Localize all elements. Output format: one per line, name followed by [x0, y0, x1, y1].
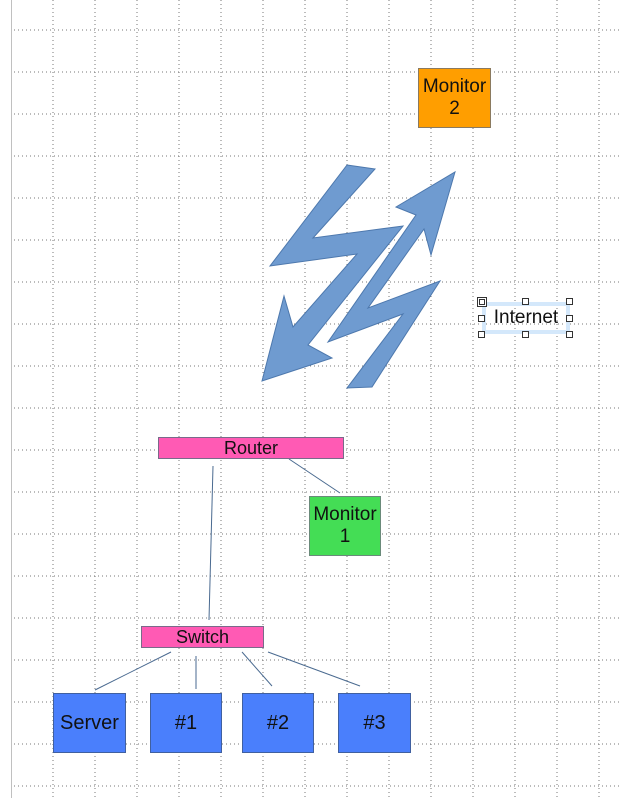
selection-handle-bottom-right[interactable] [566, 331, 573, 338]
monitor-2-label-line2: 2 [449, 98, 460, 119]
router-node[interactable]: Router [158, 437, 344, 459]
monitor-1-label-line1: Monitor [313, 504, 377, 525]
router-label: Router [223, 438, 279, 458]
host-3-node[interactable]: #3 [338, 693, 411, 753]
edge-router-switch[interactable] [208, 465, 214, 621]
host-3-label: #3 [363, 712, 386, 734]
monitor-2-label-line1: Monitor [422, 76, 487, 97]
selection-handle-top-left[interactable] [477, 297, 487, 307]
internet-textbox[interactable]: Internet [477, 297, 574, 338]
selection-handle-middle-right[interactable] [566, 315, 573, 322]
switch-node[interactable]: Switch [141, 626, 264, 648]
lightning-arrow-down-left[interactable] [261, 164, 405, 382]
server-label: Server [60, 712, 119, 734]
selection-handle-top-right[interactable] [566, 298, 573, 305]
server-node[interactable]: Server [53, 693, 126, 753]
selection-handle-middle-left[interactable] [478, 315, 485, 322]
host-2-node[interactable]: #2 [242, 693, 314, 753]
page-margin-line [11, 0, 12, 798]
host-1-label: #1 [174, 712, 198, 734]
internet-label[interactable]: Internet [493, 307, 559, 328]
selection-handle-top-center[interactable] [522, 298, 529, 305]
monitor-1-node[interactable]: Monitor 1 [309, 496, 381, 556]
lightning-arrow-up-right[interactable] [326, 170, 456, 389]
edge-router-monitor1[interactable] [288, 458, 341, 494]
edge-switch-host3[interactable] [267, 651, 361, 687]
edge-switch-host2[interactable] [241, 651, 273, 687]
host-2-label: #2 [266, 712, 290, 734]
host-1-node[interactable]: #1 [150, 693, 222, 753]
switch-label: Switch [175, 627, 229, 647]
selection-handle-bottom-center[interactable] [522, 331, 529, 338]
edge-switch-server[interactable] [94, 651, 172, 691]
monitor-2-node[interactable]: Monitor 2 [418, 68, 491, 128]
selection-handle-bottom-left[interactable] [478, 331, 485, 338]
monitor-1-label-line2: 1 [339, 526, 351, 547]
